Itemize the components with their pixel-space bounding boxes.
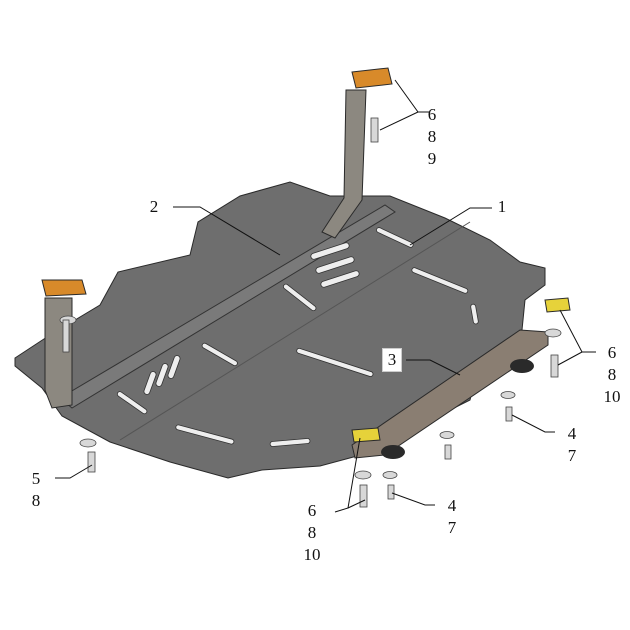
rubber-plug	[381, 445, 405, 459]
orange-plate-top	[351, 67, 393, 89]
yellow-plate-right	[544, 297, 571, 313]
leader-lines	[55, 79, 596, 513]
yellow-plate-bottom	[351, 427, 381, 443]
callout-number: 6	[427, 105, 437, 124]
callout-right-bolt: 4 7	[560, 423, 584, 467]
callout-bottom-bolt: 4 7	[440, 495, 464, 539]
callout-number: 10	[303, 545, 321, 564]
rubber-plug	[510, 359, 534, 373]
callout-part-3: 3	[382, 348, 402, 372]
callout-left: 5 8	[24, 468, 48, 512]
fasteners	[59, 117, 562, 508]
bracket-top	[321, 89, 367, 239]
callout-number: 4	[567, 424, 577, 443]
plate-slots	[116, 227, 479, 447]
callout-top-right: 6 8 9	[420, 104, 444, 170]
callout-number: 10	[603, 387, 621, 406]
callout-part-2: 2	[149, 197, 159, 216]
callout-number: 8	[607, 365, 617, 384]
callout-number: 9	[427, 149, 437, 168]
skid-plate	[14, 181, 546, 479]
callout-number: 4	[447, 496, 457, 515]
rail-part-3	[351, 329, 549, 459]
callout-number: 6	[307, 501, 317, 520]
callout-number: 7	[567, 446, 577, 465]
callout-number: 5	[31, 469, 41, 488]
callout-right: 6 8 10	[596, 342, 628, 408]
plate-fold-line	[119, 221, 471, 441]
callout-part-1: 1	[497, 197, 507, 216]
bracket-left	[44, 297, 73, 409]
callout-number: 6	[607, 343, 617, 362]
callout-number: 8	[31, 491, 41, 510]
callout-number: 7	[447, 518, 457, 537]
orange-plate-left	[41, 279, 87, 297]
callout-number: 8	[427, 127, 437, 146]
callout-bottom: 6 8 10	[296, 500, 328, 566]
callout-number: 8	[307, 523, 317, 542]
